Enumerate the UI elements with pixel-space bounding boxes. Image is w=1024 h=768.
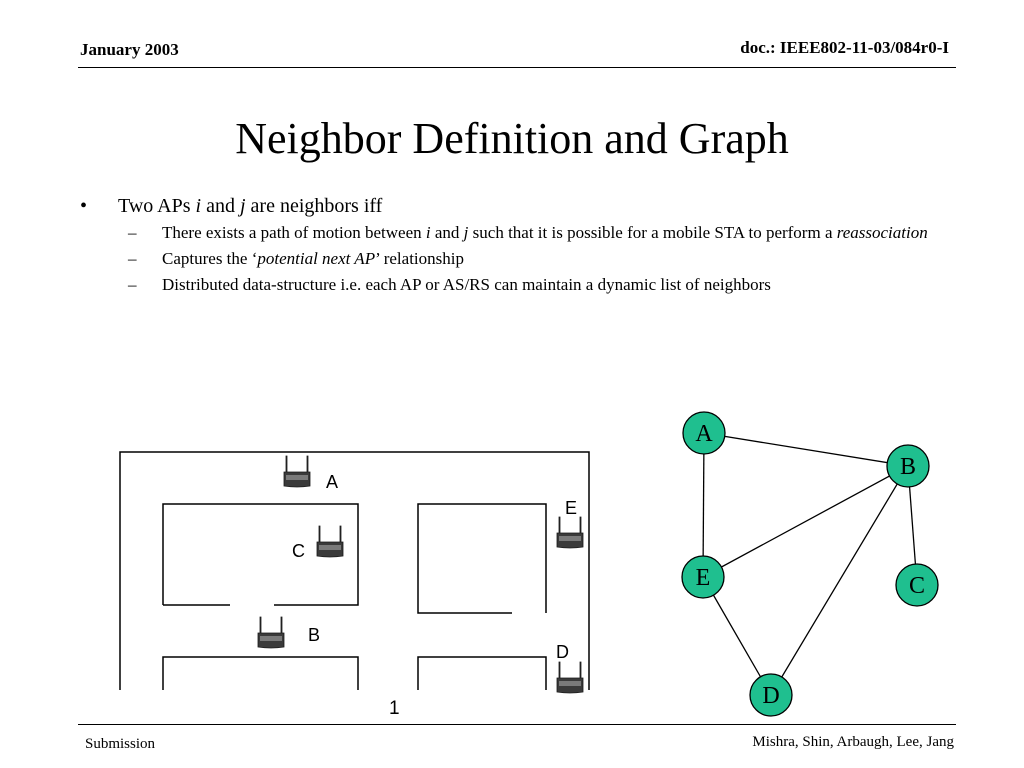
sub2-term: potential next AP <box>257 249 376 268</box>
access-point-icon-e <box>556 516 584 549</box>
node-label-c: C <box>909 573 925 599</box>
edge-a-e <box>702 432 705 578</box>
room-top-left <box>162 503 359 606</box>
sub-bullet-dash: – <box>128 223 137 242</box>
page-number: 1 <box>389 698 400 719</box>
room-bottom-right <box>417 656 547 690</box>
edge-e-d <box>702 576 772 696</box>
edge-b-e <box>702 465 909 578</box>
room-bottom-left <box>162 656 359 690</box>
footer-rule <box>78 724 956 725</box>
floor-label-e: E <box>565 498 577 518</box>
sub2-part2: ’ relationship <box>375 249 464 268</box>
graph-nodes <box>681 411 939 717</box>
sub1-part2: and <box>430 223 464 242</box>
sub-bullet-relationship: – Captures the ‘potential next AP’ relat… <box>80 248 960 269</box>
node-c <box>895 563 939 607</box>
bullet-main: • Two APs i and j are neighbors iff <box>80 194 960 218</box>
graph-edges <box>702 432 918 696</box>
sub-bullet-path: – There exists a path of motion between … <box>80 222 960 243</box>
sub-bullet-dash: – <box>128 275 137 294</box>
outer-wall <box>119 451 590 690</box>
sub-bullet-data-structure: – Distributed data-structure i.e. each A… <box>80 274 960 295</box>
floor-label-b: B <box>308 625 320 645</box>
graph-node-labels: A B E C D <box>695 421 925 709</box>
access-point-icon-a <box>283 455 311 488</box>
floor-plan <box>119 451 590 690</box>
bullet-dot: • <box>80 195 88 217</box>
sub1-var-i: i <box>425 223 431 242</box>
node-label-a: A <box>695 421 713 447</box>
bullet-main-part2: and <box>201 195 240 217</box>
floor-label-a: A <box>326 472 338 492</box>
room-top-right <box>417 503 547 614</box>
node-b <box>886 444 930 488</box>
node-label-e: E <box>696 565 711 591</box>
sub2-part1: Captures the ‘ <box>162 249 258 268</box>
access-point-icon-d <box>556 661 584 694</box>
node-e <box>681 555 725 599</box>
bullet-main-var-j: j <box>239 195 246 217</box>
sub1-var-j: j <box>463 223 469 242</box>
edge-b-d <box>770 465 909 696</box>
sub1-term: reassociation <box>836 223 928 242</box>
footer-submission: Submission <box>85 736 156 752</box>
bullet-main-var-i: i <box>195 195 202 217</box>
access-point-icon-c <box>316 525 344 558</box>
slide-title: Neighbor Definition and Graph <box>235 114 789 163</box>
header-doc-id: doc.: IEEE802-11-03/084r0-I <box>740 38 949 57</box>
node-d <box>749 673 793 717</box>
floor-label-d: D <box>556 642 569 662</box>
sub-bullet-dash: – <box>128 249 137 268</box>
node-label-b: B <box>900 454 916 480</box>
sub1-part1: There exists a path of motion between <box>162 223 426 242</box>
header-date: January 2003 <box>80 40 179 59</box>
floor-label-c: C <box>292 541 305 561</box>
sub1-part3: such that it is possible for a mobile ST… <box>468 223 837 242</box>
access-point-icon-b <box>257 616 285 649</box>
node-a <box>682 411 726 455</box>
node-label-d: D <box>762 683 779 709</box>
header-rule <box>78 67 956 68</box>
bullet-main-part1: Two APs <box>118 195 196 217</box>
bullet-main-part3: are neighbors iff <box>245 195 383 217</box>
footer-authors: Mishra, Shin, Arbaugh, Lee, Jang <box>752 734 954 750</box>
bullet-list: • Two APs i and j are neighbors iff – Th… <box>80 194 960 300</box>
sub3-text: Distributed data-structure i.e. each AP … <box>162 275 771 294</box>
edge-a-b <box>703 432 909 467</box>
